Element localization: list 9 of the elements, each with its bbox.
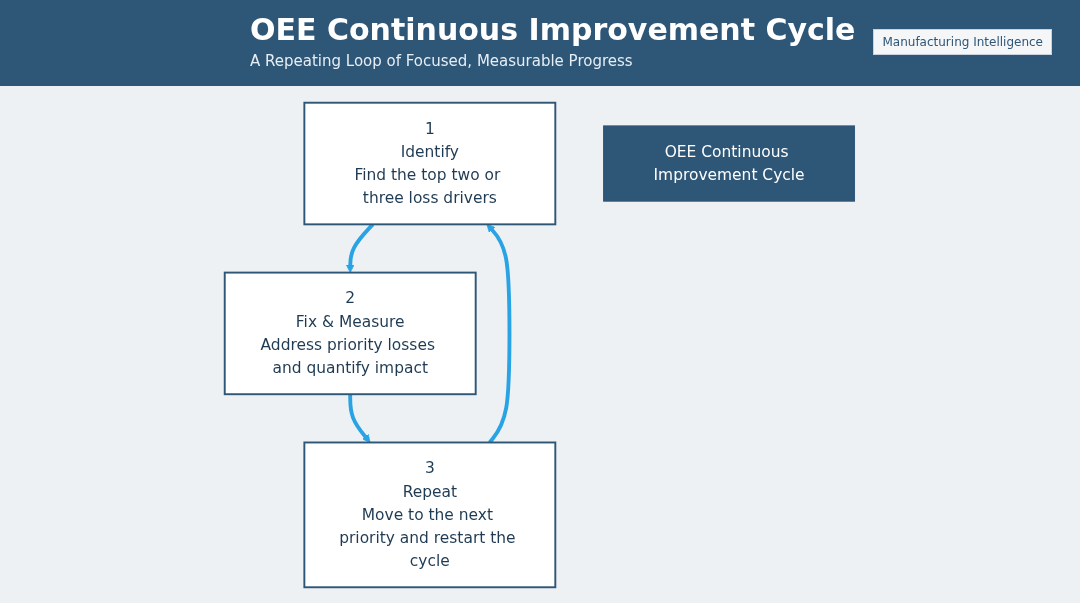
node-box: 3 Repeat Move to the next priority and restart the cycle	[303, 441, 557, 588]
tag-badge: Manufacturing Intelligence	[873, 29, 1052, 55]
arrow	[346, 222, 375, 273]
title: OEE Continuous Improvement Cycle	[250, 12, 856, 47]
node-box: 1 Identify Find the top two or three loss drivers	[303, 101, 557, 225]
arrow	[348, 393, 371, 443]
node-box: OEE Continuous Improvement Cycle	[603, 124, 856, 202]
node-box: 2 Fix & Measure Address priority losses and quantify impact	[224, 271, 477, 395]
subtitle: A Repeating Loop of Focused, Measurable Progress	[250, 52, 633, 70]
